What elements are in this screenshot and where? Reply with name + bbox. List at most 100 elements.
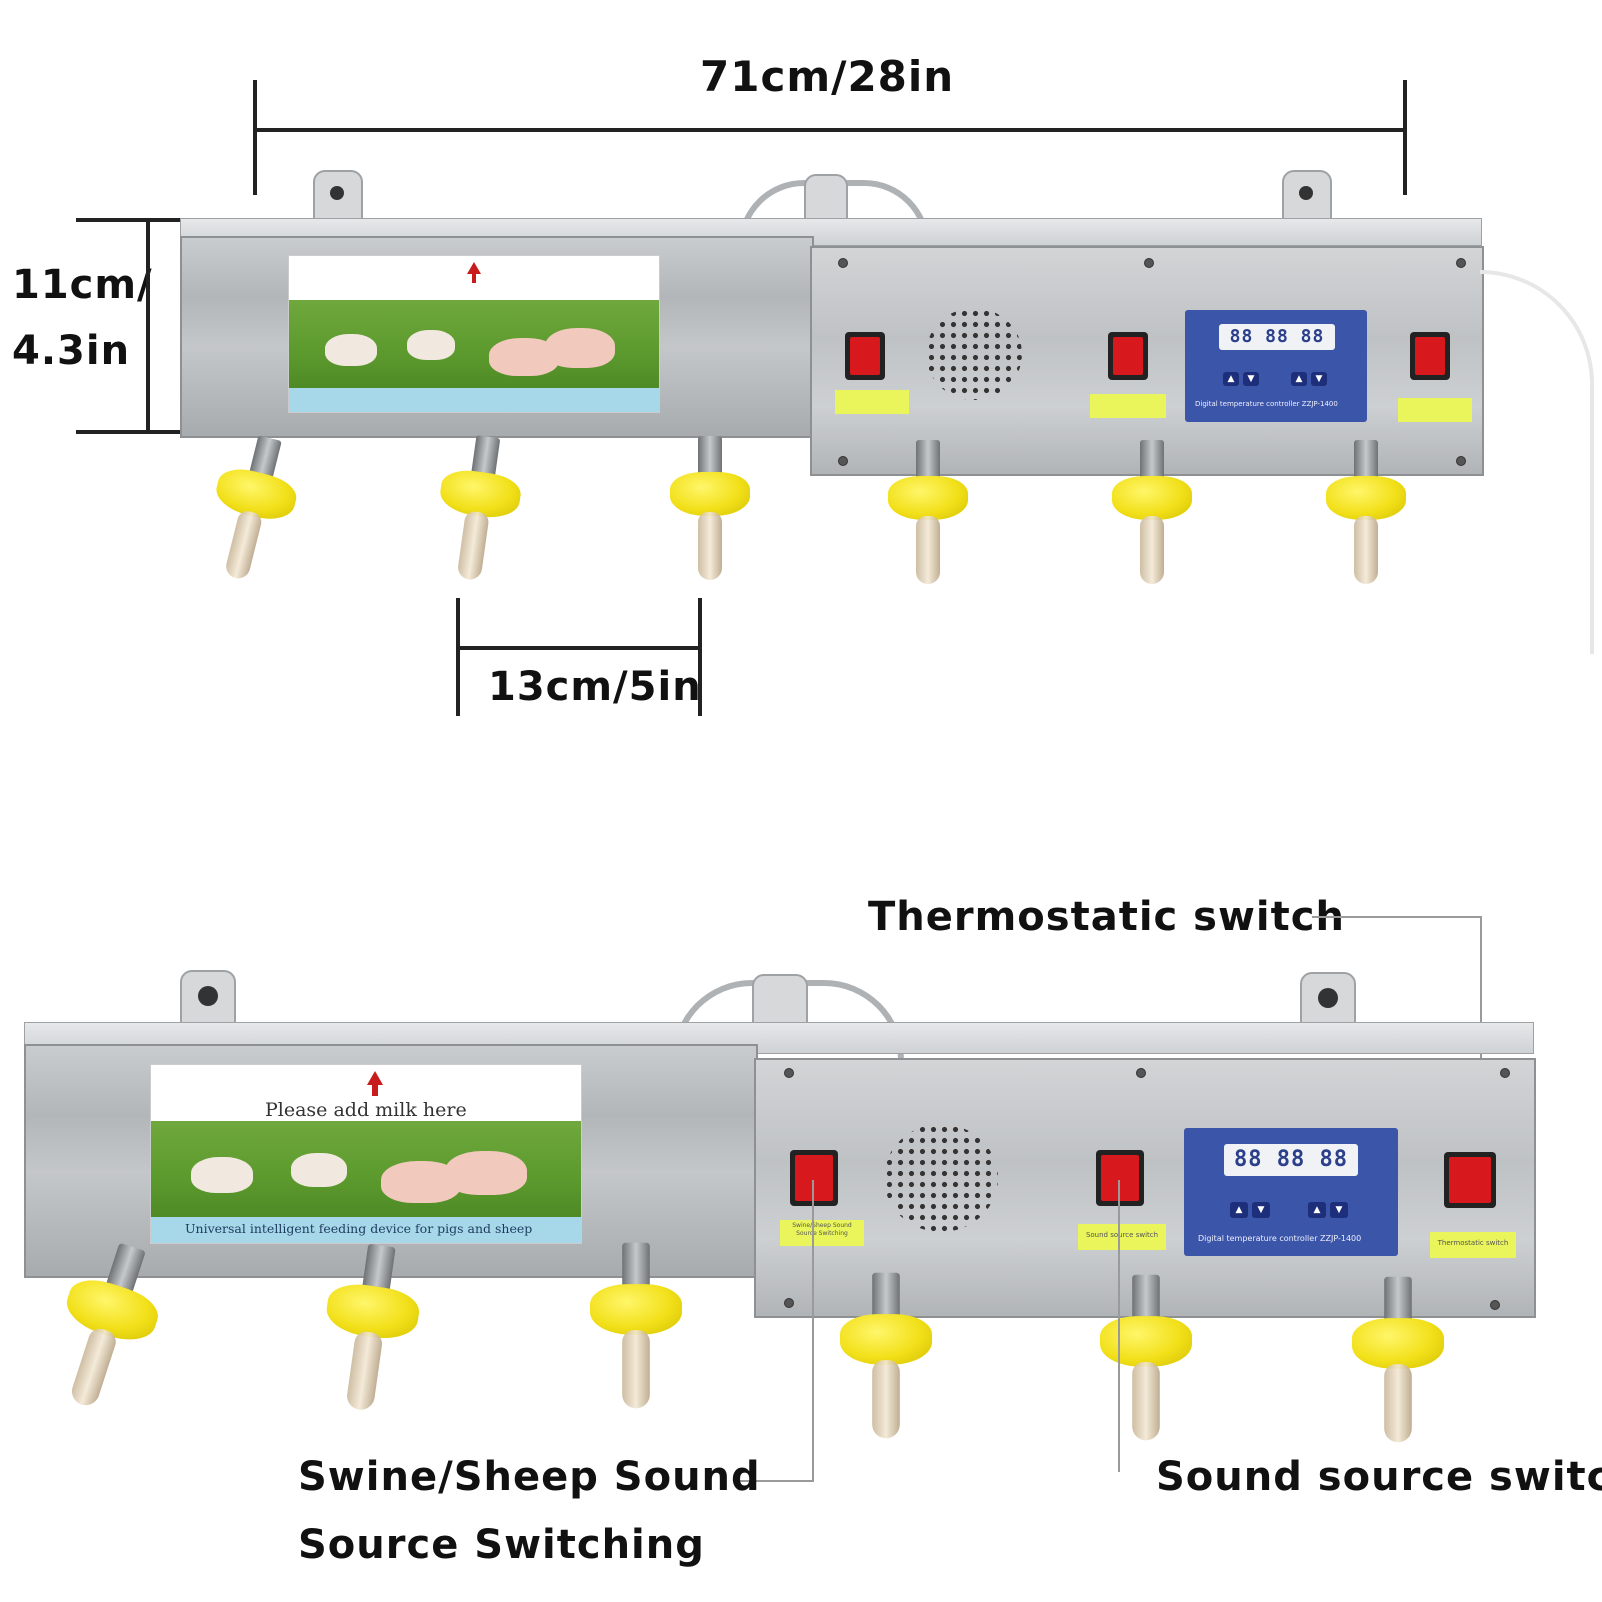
- controller-up-button[interactable]: ▲: [1308, 1202, 1326, 1218]
- nipple-cap: [1112, 476, 1192, 520]
- sheep-figure: [325, 334, 377, 366]
- mount-tab-left: [180, 970, 236, 1030]
- thermostatic-switch-label-top: [1398, 398, 1472, 422]
- callout-leader-sound-source: [1118, 1180, 1120, 1472]
- nipple-teat: [1354, 516, 1378, 584]
- product-sticker: [288, 255, 660, 413]
- fill-arrow-stem: [472, 273, 476, 283]
- nipple-cap: [840, 1314, 932, 1365]
- sticker-blue-strip: [289, 388, 659, 412]
- nipple-stem: [1132, 1274, 1160, 1321]
- controller-up-button[interactable]: ▲: [1230, 1202, 1248, 1218]
- height-dimension-label-line1: 11cm/: [12, 262, 153, 308]
- nipple-stem: [872, 1272, 900, 1319]
- nipple-teat: [916, 516, 940, 584]
- nipple-teat: [1140, 516, 1164, 584]
- swine-sheep-switch-label: Swine/Sheep Sound Source Switching: [780, 1220, 864, 1246]
- controller-up-button[interactable]: ▲: [1291, 372, 1307, 386]
- mount-tab-left: [313, 170, 363, 224]
- nipple-teat: [1132, 1362, 1160, 1441]
- nipple-cap: [888, 476, 968, 520]
- controller-down-button[interactable]: ▼: [1311, 372, 1327, 386]
- screw: [1500, 1068, 1510, 1078]
- height-dimension-tick-bottom: [76, 430, 196, 434]
- nipple-cap: [590, 1284, 682, 1335]
- feeder-device-top: 88 88 88 ▲ ▼ ▲ ▼ Digital temperature con…: [0, 0, 1602, 700]
- controller-down-button[interactable]: ▼: [1330, 1202, 1348, 1218]
- sticker-product-text: Universal intelligent feeding device for…: [185, 1221, 533, 1236]
- spacing-dimension-tick-left: [456, 598, 460, 716]
- nipple-teat: [872, 1360, 900, 1439]
- mount-hole: [1299, 186, 1313, 200]
- screw: [838, 456, 848, 466]
- fill-arrow-icon: [467, 262, 481, 274]
- nipple-cap: [1100, 1316, 1192, 1367]
- screw: [1144, 258, 1154, 268]
- sound-source-switch-top[interactable]: [1108, 332, 1148, 380]
- sticker-blue-strip: [151, 1217, 581, 1243]
- controller-display-top: 88 88 88: [1219, 324, 1335, 350]
- nipple-teat: [345, 1330, 384, 1412]
- screw: [1136, 1068, 1146, 1078]
- sound-source-switch-label: Sound source switch: [1078, 1224, 1166, 1250]
- swine-sheep-switch[interactable]: [790, 1150, 838, 1206]
- controller-display: 88 88 88: [1224, 1144, 1358, 1176]
- controller-down-button[interactable]: ▼: [1243, 372, 1259, 386]
- sound-source-switch[interactable]: [1096, 1150, 1144, 1206]
- controller-model-text: Digital temperature controller ZZJP-1400: [1198, 1234, 1362, 1243]
- sheep-figure: [407, 330, 455, 360]
- pig-figure: [445, 1151, 527, 1195]
- callout-thermostatic-switch: Thermostatic switch: [868, 894, 1345, 940]
- feeding-nipple: [1352, 1276, 1444, 1450]
- swine-sheep-switch-top[interactable]: [845, 332, 885, 380]
- screw: [1490, 1300, 1500, 1310]
- callout-sound-source-switch: Sound source switch: [1156, 1454, 1602, 1500]
- speaker-grille: [884, 1124, 998, 1232]
- screw: [838, 258, 848, 268]
- nipple-teat: [1384, 1364, 1412, 1443]
- length-dimension-label: 71cm/28in: [700, 52, 955, 101]
- mount-tab-right: [1282, 170, 1332, 224]
- nipple-cap: [1352, 1318, 1444, 1369]
- spacing-dimension-label: 13cm/5in: [488, 664, 702, 710]
- height-dimension-tick-top: [76, 218, 196, 222]
- sheep-figure: [291, 1153, 347, 1187]
- fill-arrow-icon: [367, 1071, 383, 1085]
- spacing-dimension-line: [458, 646, 700, 650]
- screw: [784, 1068, 794, 1078]
- nipple-stem: [916, 440, 940, 480]
- callout-leader-swine-v: [812, 1180, 814, 1482]
- feeding-nipple: [840, 1272, 932, 1446]
- speaker-grille-top: [926, 308, 1022, 400]
- controller-up-button[interactable]: ▲: [1223, 372, 1239, 386]
- controller-down-button[interactable]: ▼: [1252, 1202, 1270, 1218]
- length-dimension-tick-right: [1403, 80, 1407, 195]
- length-dimension-tick-left: [253, 80, 257, 195]
- thermostatic-switch[interactable]: [1444, 1152, 1496, 1208]
- thermostatic-switch-top[interactable]: [1410, 332, 1450, 380]
- feeding-nipple: [1100, 1274, 1192, 1448]
- controller-model-text-top: Digital temperature controller ZZJP-1400: [1195, 400, 1338, 408]
- sheep-figure: [191, 1157, 253, 1193]
- screw: [1456, 258, 1466, 268]
- nipple-stem: [1354, 440, 1378, 480]
- feeding-nipple: [1112, 440, 1192, 590]
- temperature-controller: 88 88 88 ▲ ▼ ▲ ▼ Digital temperature con…: [1184, 1128, 1398, 1256]
- temperature-controller-top: 88 88 88 ▲ ▼ ▲ ▼ Digital temperature con…: [1185, 310, 1367, 422]
- callout-leader-thermostatic-h: [1312, 916, 1482, 918]
- length-dimension-line: [255, 128, 1405, 132]
- mount-hole: [198, 986, 218, 1006]
- feeding-nipple: [888, 440, 968, 590]
- pig-figure: [545, 328, 615, 368]
- fill-arrow-stem: [372, 1084, 378, 1096]
- screw: [1456, 456, 1466, 466]
- sound-source-switch-label-top: [1090, 394, 1166, 418]
- screw: [784, 1298, 794, 1308]
- feeding-nipple: [590, 1242, 682, 1416]
- callout-leader-swine-h: [740, 1480, 814, 1482]
- spacing-dimension-tick-right: [698, 598, 702, 716]
- feeding-nipple: [670, 436, 750, 586]
- nipple-stem: [1140, 440, 1164, 480]
- callout-swine-sheep-line1: Swine/Sheep Sound: [298, 1454, 761, 1500]
